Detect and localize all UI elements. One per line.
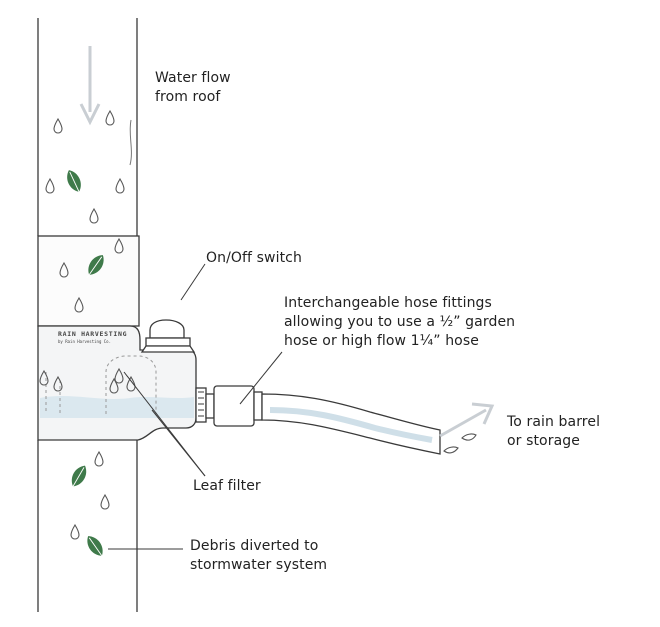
- water-drops-hose: [443, 433, 477, 454]
- hose-fitting: [195, 385, 263, 427]
- downpipe-lower: [37, 440, 138, 612]
- water-drop-icon: [115, 178, 125, 194]
- water-drops-upper: [45, 110, 125, 224]
- water-drop-icon: [89, 208, 99, 224]
- water-drop-icon: [100, 494, 110, 510]
- water-streak: [129, 119, 132, 166]
- pipe-coupling: [37, 235, 140, 327]
- water-drop-icon: [70, 524, 80, 540]
- water-drop-icon: [94, 451, 104, 467]
- leaf-icon: [63, 167, 87, 199]
- water-drop-icon: [53, 118, 63, 134]
- leaf-icon: [82, 532, 110, 563]
- brand-text: RAIN HARVESTING: [58, 330, 128, 338]
- debris-label: Debris diverted to stormwater system: [190, 538, 328, 573]
- sub-brand-text: by Rain Harvesting Co.: [58, 339, 111, 344]
- leaf-filter-label: Leaf filter: [193, 478, 261, 494]
- hose: [261, 393, 441, 455]
- on-off-switch-label: On/Off switch: [206, 250, 302, 266]
- water-drop-icon: [45, 178, 55, 194]
- hose-fittings-label: Interchangeable hose fittings allowing y…: [284, 295, 516, 349]
- water-drops-lower: [70, 451, 110, 540]
- leader-lines: [108, 263, 283, 550]
- water-flow-label: Water flow from roof: [155, 70, 231, 105]
- flow-arrow-icon: [439, 402, 495, 438]
- down-arrow-icon: [79, 46, 101, 126]
- leaf-icon: [65, 462, 91, 494]
- device-brand: RAIN HARVESTING by Rain Harvesting Co.: [58, 330, 132, 346]
- water-drop-icon: [105, 110, 115, 126]
- downpipe-upper: [37, 18, 138, 236]
- rain-barrel-label: To rain barrel or storage: [507, 414, 601, 449]
- on-off-switch: [140, 319, 196, 353]
